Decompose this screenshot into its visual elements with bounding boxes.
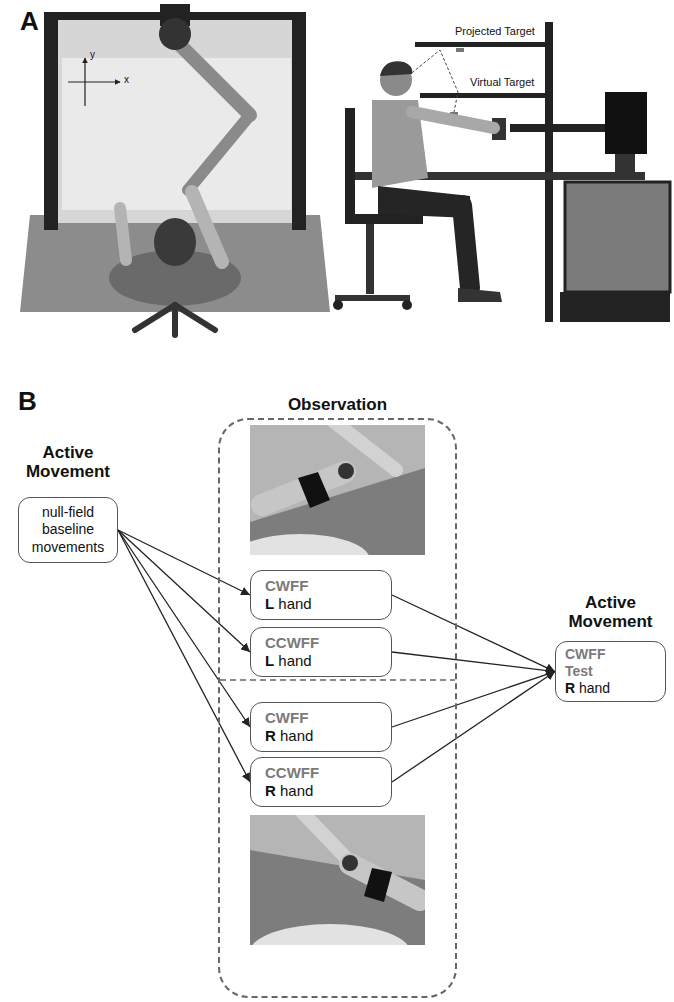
top-view [20,4,330,335]
node-label: R hand [265,782,335,801]
axis [84,58,85,106]
robot-link [188,115,250,190]
condition-box: CCWFFL hand [250,627,392,677]
field-label: CWFF [265,577,335,595]
frame-rail [44,12,58,230]
frame-rail [292,12,306,230]
side-view [333,22,670,322]
flow-arrow [118,530,250,782]
motor [159,18,191,50]
chair [345,214,423,224]
condition-box: CWFFL hand [250,570,392,620]
flow-arrow [392,672,555,782]
chair [135,305,215,335]
observation-photo [250,425,425,555]
group-heading: Active Movement [19,443,117,482]
person-foot [458,288,502,302]
flow-arrow [392,652,555,672]
screen-shelf [415,42,550,47]
node-label: L hand [265,652,335,671]
test-box: Active MovementCWFF TestR hand [555,641,666,702]
observation-photo [250,815,425,945]
mirror-shelf [420,93,550,98]
group-heading: Observation [196,395,479,415]
flow-arrow [392,672,555,727]
flow-arrow [118,530,250,727]
node-label: L hand [265,595,335,614]
chair [335,295,410,301]
chair [366,224,374,294]
screen [62,58,291,210]
panel-letter: B [18,386,37,417]
motor [605,92,647,154]
panel-letter: A [20,6,39,37]
field-label: CWFF [265,709,335,727]
condition-box: CCWFFR hand [250,757,392,807]
robot-link [175,40,250,115]
motor-mount [615,154,635,172]
part-label: Virtual Target [470,76,534,88]
cabinet-base [560,292,670,322]
field-label: CWFF Test [565,646,615,680]
person-arm [192,192,222,262]
condition-box: CWFFR hand [250,702,392,752]
field-label: CCWFF [265,764,335,782]
chair [345,108,355,220]
group-heading: Active Movement [556,593,665,632]
person-arm [412,112,494,128]
cabinet [565,182,670,292]
person-leg [462,205,470,288]
baseline-box: Active Movementnull-field baseline movem… [18,497,118,563]
axis-label: x [124,74,129,85]
flow-arrow [118,530,250,595]
target [456,48,464,52]
group-divider [220,679,455,681]
person-arm [120,208,126,260]
desk [20,215,330,312]
observation-group: CWFFL handCCWFFL handCWFFR handCCWFFR ha… [218,418,457,998]
field-label: CCWFF [265,634,335,652]
axis-label: y [90,49,95,60]
flow-arrow [392,595,555,672]
node-label: null-field baseline movements [25,504,111,555]
person-head [154,218,196,266]
node-label: R hand [265,727,335,746]
flow-arrow [118,530,250,652]
part-label: Projected Target [455,25,535,37]
workspace [55,18,295,223]
node-label: R hand [565,680,615,698]
person-hair [380,61,412,76]
axis [68,81,120,82]
